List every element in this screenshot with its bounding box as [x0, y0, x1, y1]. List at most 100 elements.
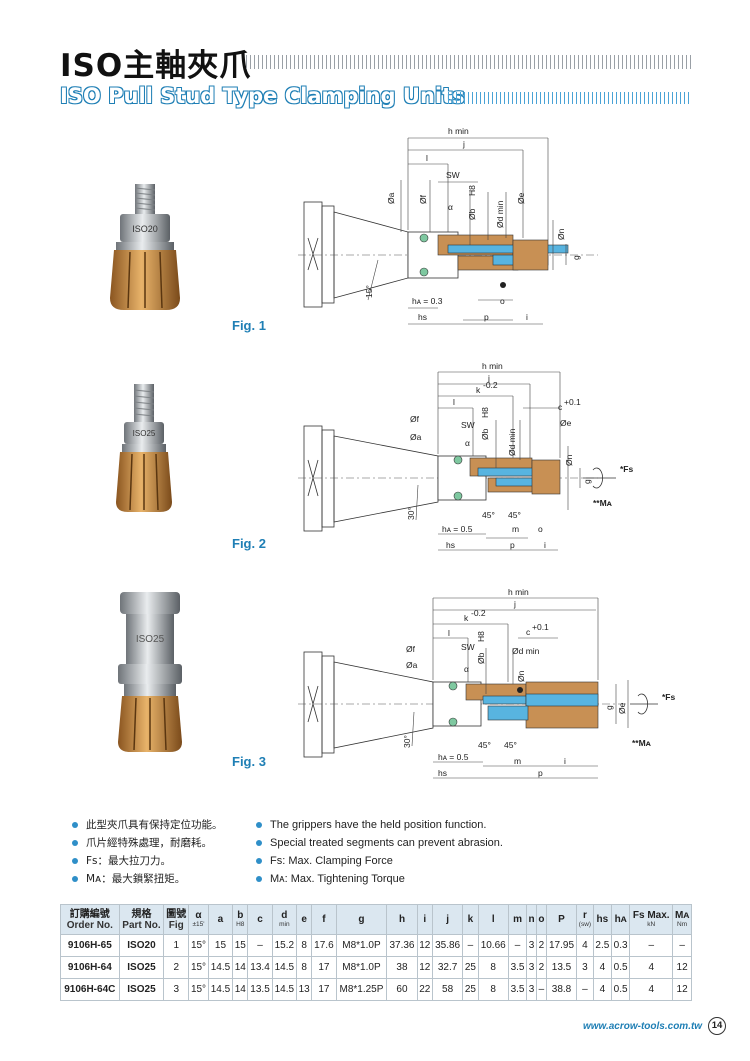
svg-text:Øf: Øf	[410, 414, 420, 424]
svg-text:45°: 45°	[478, 740, 491, 750]
table-cell: 37.36	[386, 934, 418, 957]
table-cell: –	[629, 934, 674, 957]
fig2-drawing: h min j k -0.2 c +0.1 l Øf Øa SW Øb H8 Ø…	[298, 361, 634, 551]
note-zh-item: 爪片經特殊處理，耐磨耗。	[72, 834, 223, 852]
svg-text:45°: 45°	[482, 510, 495, 520]
table-cell: 2.5	[592, 934, 612, 957]
fig1-label: Fig. 1	[232, 318, 266, 333]
svg-text:h min: h min	[482, 361, 503, 371]
svg-text:Øa: Øa	[386, 192, 396, 204]
table-cell: 14.5	[207, 956, 234, 979]
svg-text:SW: SW	[461, 642, 475, 652]
table-header-cell: c	[247, 904, 273, 935]
table-cell: 13.4	[247, 956, 273, 979]
svg-text:**Mᴀ: **Mᴀ	[632, 738, 651, 748]
svg-text:-0.2: -0.2	[471, 608, 486, 618]
table-cell: 14.5	[271, 978, 297, 1001]
svg-text:H8: H8	[476, 631, 486, 642]
svg-text:α: α	[465, 438, 470, 448]
table-cell: 10.66	[477, 934, 509, 957]
page-number: 14	[708, 1017, 726, 1035]
table-cell: 0.3	[610, 934, 631, 957]
svg-text:-0.2: -0.2	[483, 380, 498, 390]
svg-text:j: j	[462, 139, 465, 149]
table-cell: M8*1.25P	[335, 978, 388, 1001]
table-header-cell: j	[431, 904, 464, 935]
svg-text:H8: H8	[467, 185, 477, 196]
table-header-cell: P	[545, 904, 578, 935]
table-cell: 32.7	[431, 956, 464, 979]
svg-text:k: k	[476, 385, 481, 395]
table-cell: 12	[416, 934, 433, 957]
svg-text:hs: hs	[446, 540, 455, 550]
table-header-cell: Fs Max.kN	[629, 904, 674, 935]
note-zh-item: Fs：最大拉刀力。	[72, 852, 223, 870]
table-cell: 3.5	[507, 978, 528, 1001]
table-cell: 38	[386, 956, 418, 979]
svg-text:Ød min: Ød min	[495, 200, 505, 228]
note-zh-item: 此型夾爪具有保持定位功能。	[72, 816, 223, 834]
table-cell: 25	[462, 978, 479, 1001]
svg-text:Øn: Øn	[564, 454, 574, 466]
table-cell: –	[507, 934, 528, 957]
table-cell: 13	[295, 978, 313, 1001]
svg-text:i: i	[526, 312, 528, 322]
table-cell: 3.5	[507, 956, 528, 979]
svg-text:SW: SW	[446, 170, 460, 180]
table-cell: 12	[672, 978, 692, 1001]
table-cell: 17	[311, 978, 337, 1001]
table-cell: 9106H-64C	[60, 978, 120, 1001]
table-header-cell: i	[416, 904, 433, 935]
table-header-cell: r(sw)	[576, 904, 594, 935]
table-cell: 3	[576, 956, 594, 979]
fig2-label: Fig. 2	[232, 536, 266, 551]
svg-text:30°: 30°	[406, 507, 416, 520]
svg-text:j: j	[513, 599, 516, 609]
table-cell: 4	[576, 934, 594, 957]
table-cell: 13.5	[247, 978, 273, 1001]
svg-text:+0.1: +0.1	[532, 622, 549, 632]
table-cell: 9106H-64	[60, 956, 120, 979]
table-cell: 14	[232, 956, 249, 979]
table-cell: 8	[477, 956, 509, 979]
svg-text:Ød min: Ød min	[512, 646, 540, 656]
page-title-en: ISO Pull Stud Type Clamping Units	[59, 83, 465, 108]
svg-text:Øf: Øf	[406, 644, 416, 654]
notes-zh: 此型夾爪具有保持定位功能。 爪片經特殊處理，耐磨耗。 Fs：最大拉刀力。 Mᴀ：…	[72, 816, 223, 888]
svg-text:h min: h min	[448, 126, 469, 136]
svg-text:hᴀ = 0.5: hᴀ = 0.5	[438, 752, 469, 762]
table-cell: 17.6	[311, 934, 337, 957]
svg-text:+0.1: +0.1	[564, 397, 581, 407]
note-en-item: Mᴀ: Max. Tightening Torque	[256, 870, 503, 888]
table-cell: 4	[592, 978, 612, 1001]
table-cell: 4	[629, 956, 674, 979]
table-header-cell: α±15'	[188, 904, 209, 935]
svg-text:p: p	[484, 312, 489, 322]
table-cell: 0.5	[610, 956, 631, 979]
svg-text:l: l	[448, 628, 450, 638]
notes-en: The grippers have the held position func…	[256, 816, 503, 888]
svg-text:g: g	[604, 705, 614, 710]
fig1-photo-marking: ISO20	[132, 224, 158, 234]
svg-text:o: o	[500, 296, 505, 306]
table-header-cell: l	[477, 904, 509, 935]
table-cell: 3	[526, 934, 537, 957]
svg-text:l: l	[453, 397, 455, 407]
website-link[interactable]: www.acrow-tools.com.tw	[583, 1021, 703, 1032]
table-cell: 60	[386, 978, 418, 1001]
fig1-photo: ISO20	[110, 184, 180, 310]
fig2-photo-marking: ISO25	[133, 429, 156, 438]
table-cell: –	[576, 978, 594, 1001]
table-cell: 0.5	[610, 978, 631, 1001]
svg-text:45°: 45°	[508, 510, 521, 520]
fig3-label: Fig. 3	[232, 754, 266, 769]
table-cell: 4	[592, 956, 612, 979]
table-cell: 22	[416, 978, 433, 1001]
table-cell: 3	[163, 978, 190, 1001]
svg-text:Øf: Øf	[418, 194, 428, 204]
fig2-photo: ISO25	[116, 384, 172, 512]
table-header-cell: g	[335, 904, 388, 935]
